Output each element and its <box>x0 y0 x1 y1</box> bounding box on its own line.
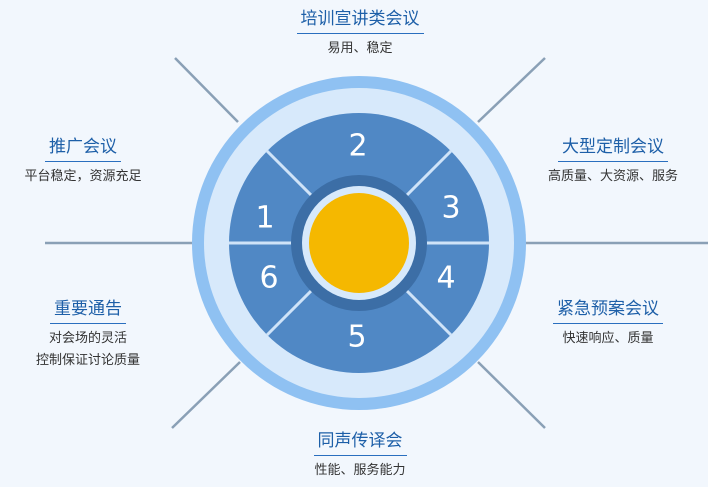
connector-upper-left <box>174 57 239 123</box>
connector-lower-right <box>477 361 546 429</box>
item-desc: 易用、稳定 <box>327 41 393 56</box>
item-title: 培训宣讲类会议 <box>296 4 424 34</box>
segment-number-1: 1 <box>255 201 274 236</box>
item-title: 推广会议 <box>45 132 121 162</box>
item-lower-right: 紧急预案会议 快速响应、质量 <box>528 294 688 350</box>
item-desc: 高质量、大资源、服务 <box>547 169 678 184</box>
item-upper-right: 大型定制会议 高质量、大资源、服务 <box>520 132 706 188</box>
item-desc: 快速响应、质量 <box>562 331 654 346</box>
item-lower-left: 重要通告 对会场的灵活 控制保证讨论质量 <box>8 294 168 372</box>
segment-number-4: 4 <box>436 261 455 296</box>
item-bottom: 同声传译会 性能、服务能力 <box>280 426 440 482</box>
connector-lines <box>45 57 708 429</box>
item-title: 同声传译会 <box>313 426 407 456</box>
item-title: 大型定制会议 <box>558 132 668 162</box>
item-desc: 平台稳定，资源充足 <box>24 169 142 184</box>
segment-number-5: 5 <box>347 320 366 355</box>
item-title: 紧急预案会议 <box>553 294 663 324</box>
segment-number-6: 6 <box>259 261 278 296</box>
item-upper-left: 推广会议 平台稳定，资源充足 <box>0 132 166 188</box>
center-circle <box>309 193 409 293</box>
item-desc: 控制保证讨论质量 <box>35 353 140 368</box>
item-title: 重要通告 <box>50 294 126 324</box>
segment-number-3: 3 <box>441 191 460 226</box>
item-top: 培训宣讲类会议 易用、稳定 <box>280 4 440 60</box>
connector-lower-left <box>171 361 241 429</box>
item-desc: 性能、服务能力 <box>314 463 406 478</box>
item-desc: 对会场的灵活 <box>48 331 127 346</box>
segment-number-2: 2 <box>348 129 367 164</box>
connector-upper-right <box>477 57 546 123</box>
